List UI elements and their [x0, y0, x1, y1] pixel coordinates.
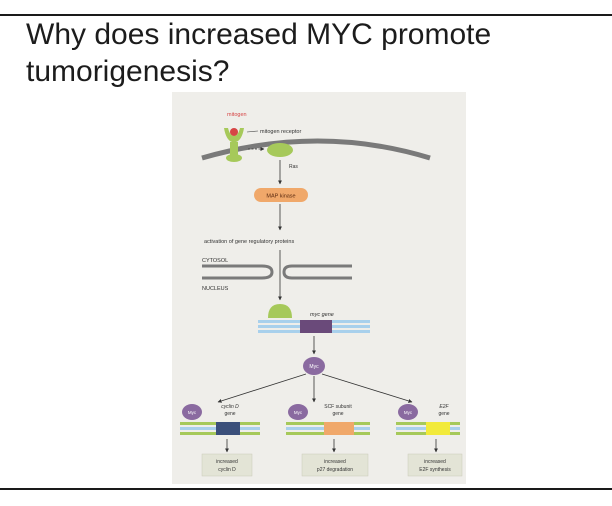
pathway-figure: mitogen mitogen receptor Ras MAP kinase … — [172, 92, 466, 484]
e2f-outcome-line2: E2F synthesis — [419, 467, 451, 473]
myc-gene-dna — [258, 320, 370, 333]
myc-protein — [303, 357, 325, 375]
myc-protein-label: Myc — [309, 364, 319, 370]
mitogen-receptor-label: mitogen receptor — [260, 129, 301, 135]
title-line-1: Why does increased MYC promote — [26, 18, 492, 51]
scf-gene-label: SCF subunit — [324, 404, 352, 410]
branch-myc-1 — [182, 404, 202, 420]
activation-label: activation of gene regulatory proteins — [204, 239, 294, 245]
e2f-gene-label: E2F — [439, 404, 449, 410]
cyclin-d-gene-label-2: gene — [224, 411, 235, 417]
scf-outcome-line1: increased — [324, 459, 346, 465]
e2f-gene-dna — [396, 422, 460, 435]
cyclin-d-gene-dna — [180, 422, 260, 435]
cyclin-d-outcome-line2: cyclin D — [218, 467, 236, 473]
cyclin-d-outcome-box — [201, 453, 253, 477]
top-rule — [0, 14, 612, 16]
pathway-diagram: mitogen mitogen receptor Ras MAP kinase … — [180, 112, 463, 477]
map-kinase — [254, 188, 308, 202]
bottom-rule — [0, 488, 612, 490]
branch-myc-label-3: Myc — [404, 410, 413, 415]
mitogen-label: mitogen — [227, 112, 247, 118]
branch-myc-2 — [288, 404, 308, 420]
map-kinase-label: MAP kinase — [266, 194, 295, 200]
title-line-2: tumorigenesis? — [26, 55, 230, 88]
e2f-outcome-box — [407, 453, 463, 477]
myc-gene-label: myc gene — [310, 312, 334, 318]
cyclin-d-gene-label: cyclin D — [221, 404, 239, 410]
nuclear-envelope-right — [282, 264, 352, 280]
cyclin-d-outcome-line1: increased — [216, 459, 238, 465]
branch-myc-label-1: Myc — [188, 410, 197, 415]
branch-myc-label-2: Myc — [294, 410, 303, 415]
mitogen-receptor — [224, 128, 244, 162]
receptor-label-leader — [246, 130, 259, 133]
e2f-gene-label-2: gene — [438, 411, 449, 417]
scf-outcome-box — [301, 453, 369, 477]
scf-gene-dna — [286, 422, 370, 435]
scf-outcome-line2: p27 degradation — [317, 467, 353, 473]
nuclear-envelope-left — [202, 264, 274, 280]
e2f-outcome-line1: increased — [424, 459, 446, 465]
cytosol-label: CYTOSOL — [202, 258, 228, 264]
scf-gene-label-2: gene — [332, 411, 343, 417]
myc-regulatory-protein — [268, 304, 292, 318]
nucleus-label: NUCLEUS — [202, 286, 229, 292]
ras-label: Ras — [289, 164, 298, 170]
ras-protein — [267, 143, 293, 157]
branch-arrow-right — [321, 373, 413, 403]
branch-myc-3 — [398, 404, 418, 420]
mitogen — [230, 128, 238, 136]
slide-title: Why does increased MYC promote tumorigen… — [26, 16, 596, 90]
branch-arrow-left — [217, 373, 307, 403]
